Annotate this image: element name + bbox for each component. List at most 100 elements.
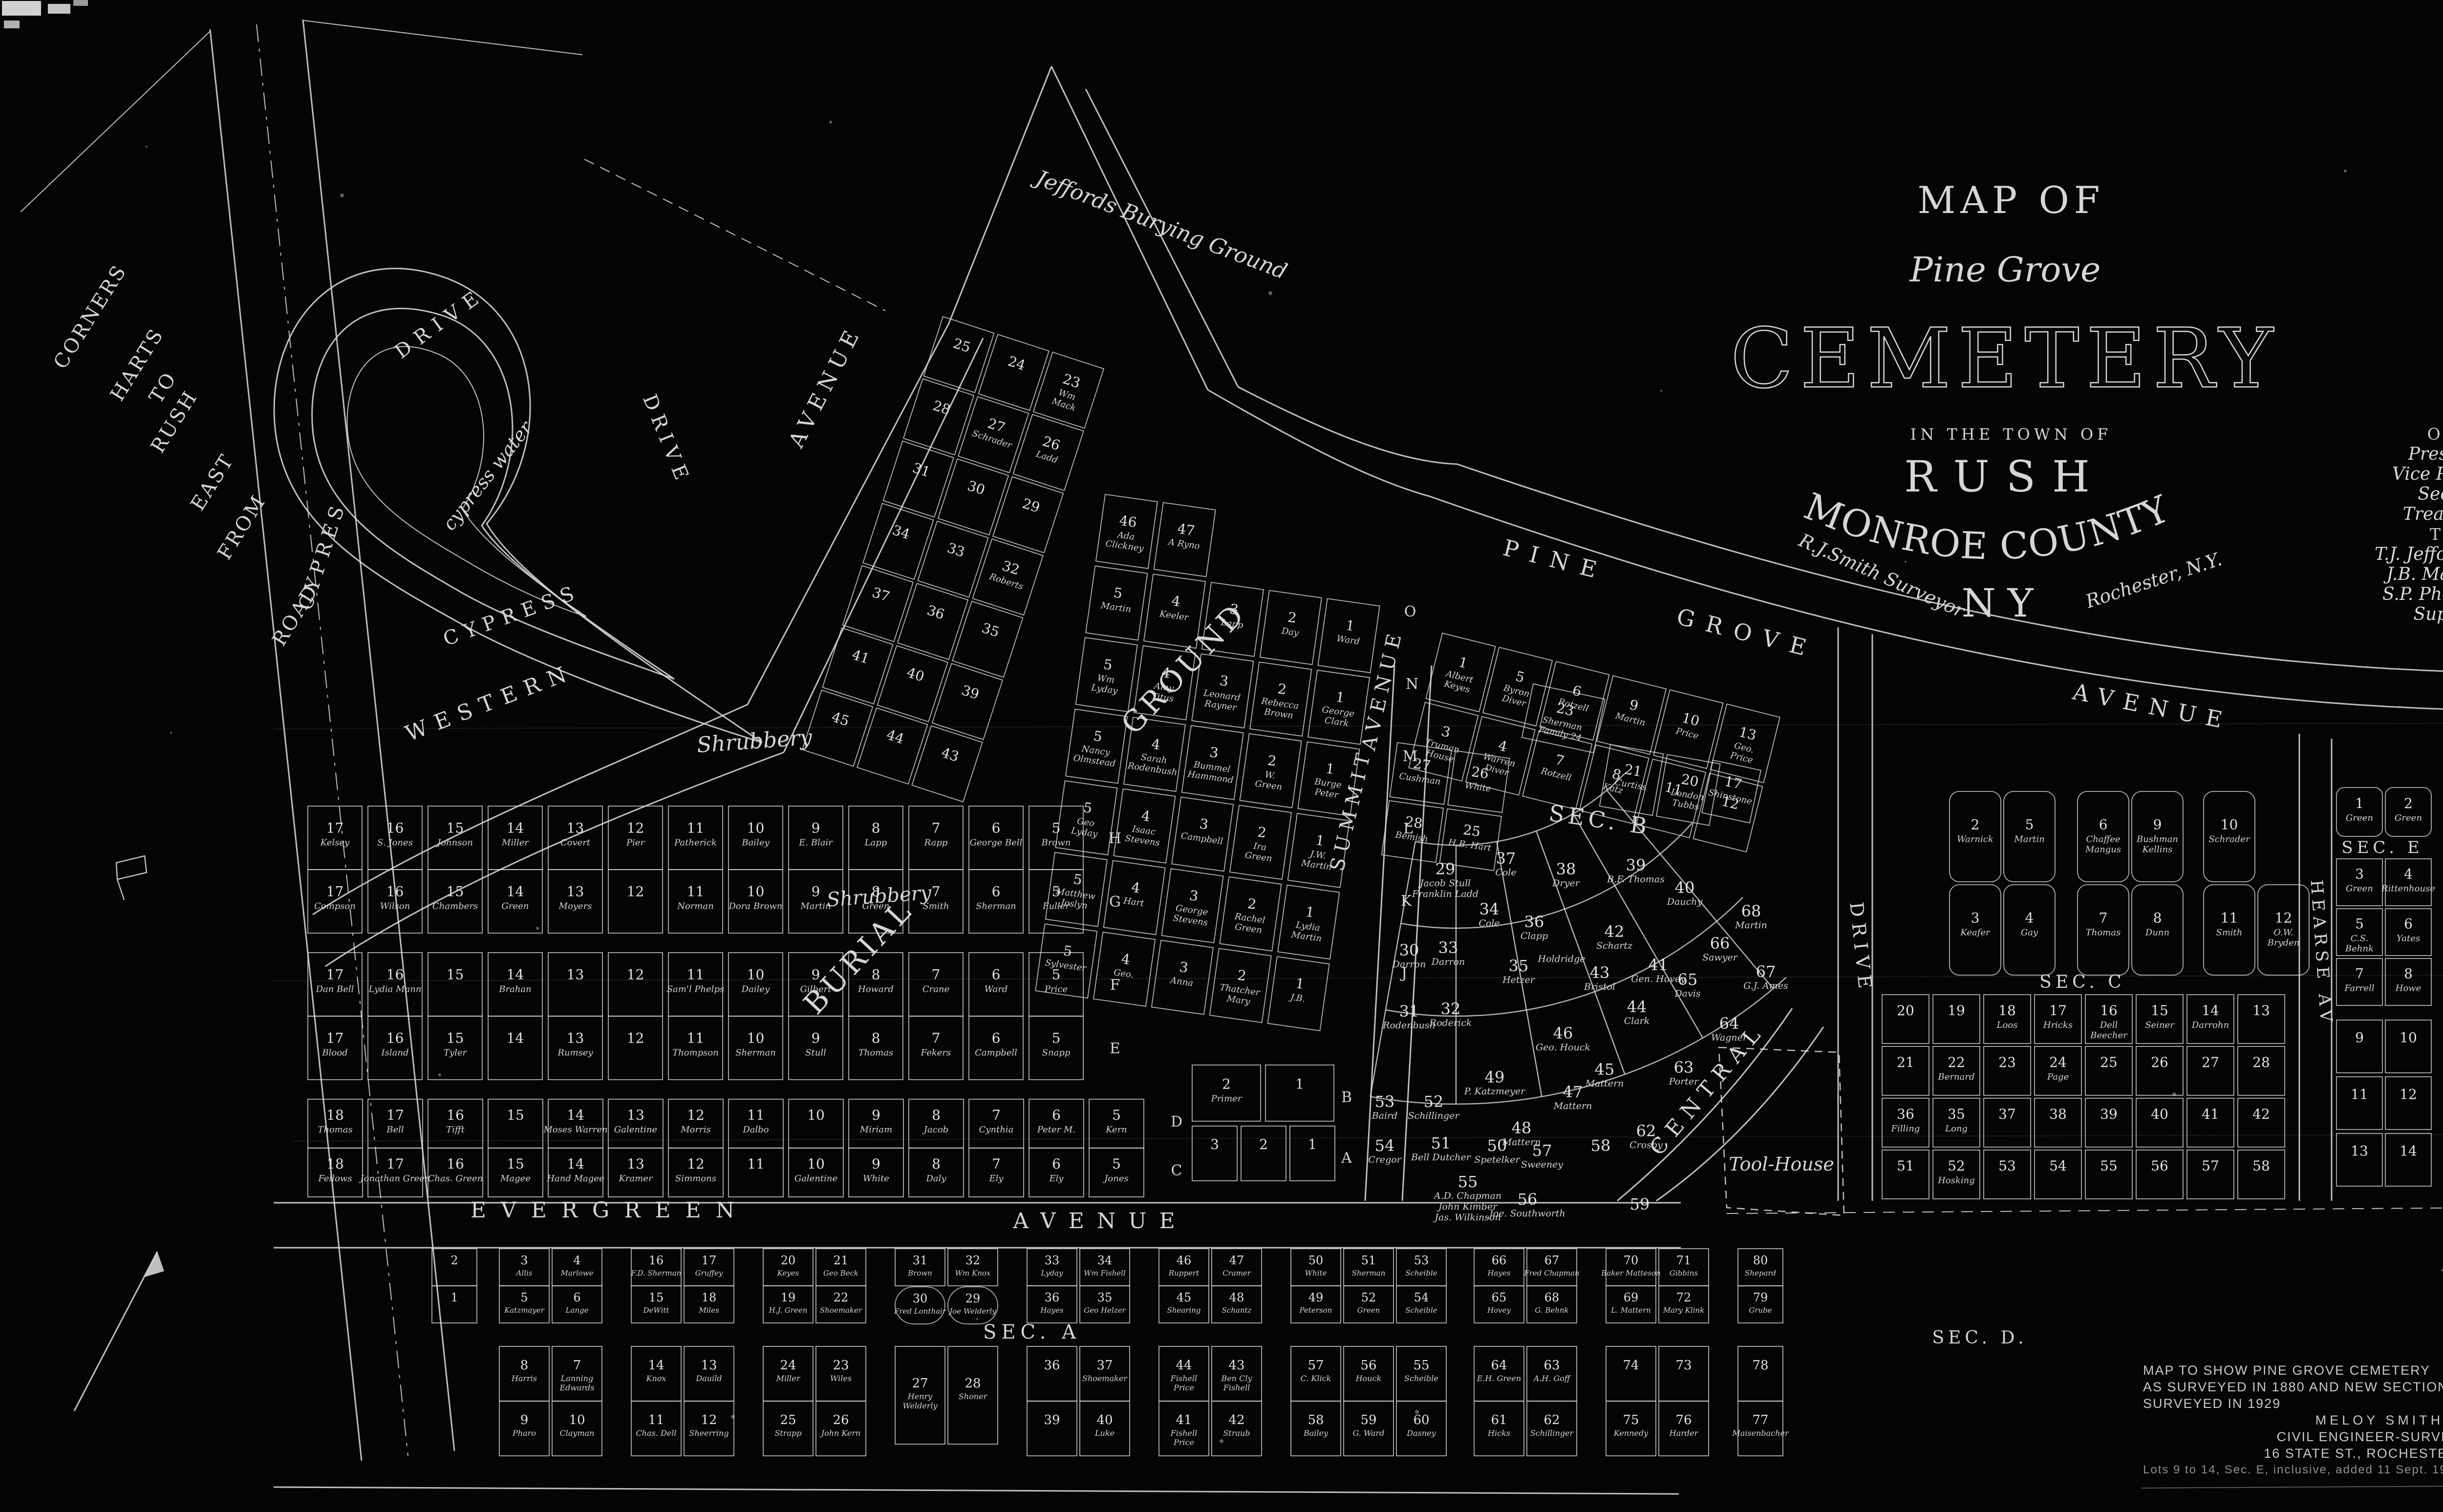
lot-number: 37 [1496, 849, 1516, 868]
lot-owner-name: Mary Klink [1663, 1306, 1704, 1315]
lot-cell [1343, 1285, 1394, 1323]
row-letter-h: H [1109, 830, 1121, 847]
lot-number: 13 [701, 1358, 717, 1373]
lot-number: 12 [627, 1030, 644, 1046]
lot-cell [1029, 1148, 1084, 1197]
lot-number: 43 [1228, 1358, 1244, 1373]
road [73, 1251, 158, 1411]
lot-number: 67 [1756, 962, 1776, 981]
lot-cell [902, 378, 975, 456]
lot-number: 37 [870, 584, 892, 605]
lot-number: 6 [573, 1291, 580, 1304]
lot-cell [2077, 791, 2129, 882]
lot-owner-name: Dailey [741, 984, 770, 995]
lot-cell [1158, 1401, 1209, 1456]
road [1656, 1026, 1824, 1202]
lot-owner-name: Gay [2021, 928, 2038, 938]
lot-number: 13 [567, 1030, 584, 1046]
lot-cell [1029, 1016, 1084, 1080]
lot-cell [1658, 1401, 1709, 1456]
lot-number: 59 [1360, 1413, 1376, 1427]
lot-number: 9 [2153, 817, 2162, 833]
lot-number: 14 [648, 1358, 664, 1373]
lot-owner-name: Chaffee [2086, 834, 2120, 845]
lot-cell [2131, 791, 2184, 882]
secb-arc-road [1370, 977, 1787, 1105]
lot-number: 22 [834, 1291, 849, 1304]
lot-cell [1290, 1401, 1341, 1456]
lot-cell [958, 396, 1029, 473]
row-letter-j: J [1400, 965, 1407, 982]
lot-owner-name: Patherick [674, 838, 717, 848]
lot-owner-name: Hricks [2043, 1020, 2073, 1030]
lot-owner-name: J.W. [1307, 849, 1327, 861]
lot-cell [2186, 1046, 2234, 1096]
dust-speck [1415, 1410, 1419, 1414]
lot-number: 56 [2151, 1158, 2168, 1174]
lot-owner-name: Lange [565, 1306, 588, 1315]
lot-owner-name: Fishell [1170, 1374, 1197, 1383]
lot-owner-name: A.D. Chapman [1433, 1191, 1501, 1201]
lot-owner-name: Keyes [777, 1269, 799, 1278]
lot-number: 8 [2153, 910, 2162, 926]
lot-number: 3 [2355, 866, 2364, 882]
lot-cell [2336, 787, 2383, 837]
lot-number: 7 [992, 1156, 1001, 1172]
lot-owner-name: White [863, 1173, 889, 1184]
lot-number: 51 [1431, 1134, 1451, 1152]
lot-owner-name: Geo Helzer [1084, 1306, 1126, 1315]
lot-number: 67 [1544, 1254, 1560, 1267]
road [1429, 495, 2443, 710]
lot-number: 52 [1361, 1291, 1376, 1304]
pine-word: PINE [1500, 534, 1611, 586]
lot-number: 29 [1020, 495, 1042, 516]
lot-cell [1882, 994, 1929, 1044]
lot-number: 36 [925, 602, 946, 622]
avenue-nw: AVENUE [784, 321, 867, 452]
lot-cell [1032, 351, 1105, 429]
evergreen-word: EVERGREEN [471, 1198, 749, 1223]
lot-owner-name: Miles [698, 1306, 719, 1315]
lot-secb-49: 49P. Katzmeyer [1464, 1068, 1526, 1097]
lot-owner-name: G. Ward [1353, 1428, 1385, 1438]
lot-owner-name: Stull [805, 1048, 826, 1058]
lot-number: 1 [1294, 975, 1305, 992]
lot-owner-name: Chambers [432, 901, 478, 912]
film-artifact [48, 4, 70, 14]
lot-owner-name: Kennedy [1613, 1428, 1649, 1438]
lot-cell [952, 600, 1024, 678]
lot-cell [895, 1346, 945, 1445]
avenue-summit: AVENUE [1357, 626, 1407, 753]
lot-secb-59: 59 [1630, 1195, 1650, 1214]
lot-number: 40 [2151, 1106, 2168, 1122]
lot-number: 42 [1228, 1413, 1244, 1427]
lot-cell [1035, 923, 1098, 999]
secb-radial-road [1606, 789, 1774, 989]
lot-number: 16 [386, 967, 404, 983]
road [303, 20, 583, 55]
lot-owner-name: Bailey [741, 838, 770, 848]
lot-number: 2 [1237, 967, 1247, 984]
lot-number: 15 [447, 820, 464, 836]
lot-number: 14 [507, 967, 524, 983]
lot-number: 39 [1044, 1413, 1060, 1427]
lot-owner-name: Anna [1169, 975, 1194, 989]
lot-owner-name: Sherman [735, 1048, 776, 1058]
lot-number: 9 [872, 1107, 880, 1123]
sec-a-label: SEC. A [983, 1321, 1081, 1343]
lot-owner-name: Katzmayer [504, 1306, 545, 1315]
lot-owner-name: Straub [1223, 1428, 1250, 1438]
lot-owner-name: Hand Magee [546, 1173, 604, 1184]
lot-number: 16 [2100, 1002, 2118, 1019]
lot-cell [1949, 884, 2001, 976]
lot-owner-name: Price [1173, 1383, 1194, 1392]
lot-owner-name: Cynthia [979, 1125, 1014, 1135]
